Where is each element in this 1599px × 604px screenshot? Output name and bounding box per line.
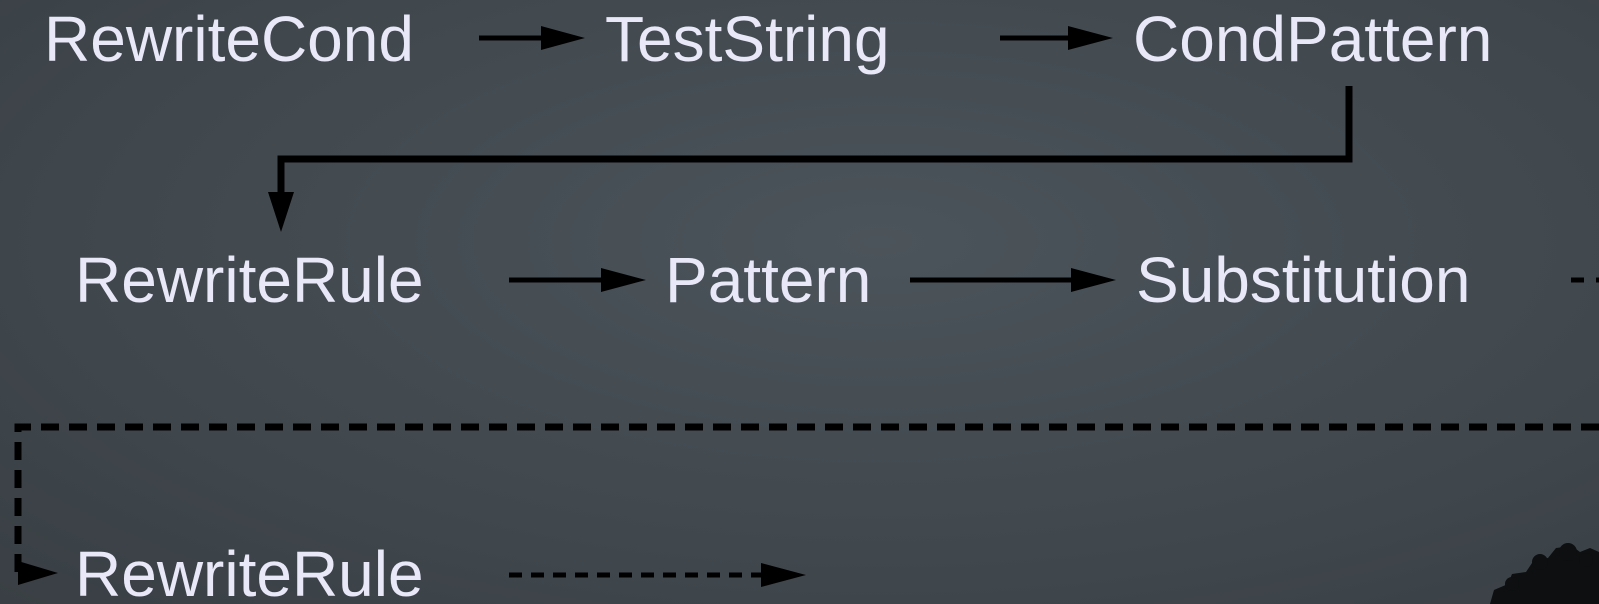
node-pattern: Pattern (665, 244, 872, 316)
dashed-arrow-rewriterule-out (509, 563, 806, 587)
node-condpattern: CondPattern (1133, 3, 1493, 75)
dashed-connector-to-rewriterule (14, 423, 1599, 585)
arrow-condpattern-to-rewriterule (268, 86, 1353, 232)
node-rewritecond: RewriteCond (44, 3, 414, 75)
node-rewriterule-first: RewriteRule (75, 244, 424, 316)
arrow-teststring-to-condpattern (1000, 26, 1113, 50)
tree-silhouette-decoration (1490, 543, 1599, 604)
node-teststring: TestString (605, 3, 890, 75)
arrow-rewritecond-to-teststring (479, 26, 585, 50)
node-rewriterule-second: RewriteRule (75, 538, 424, 604)
arrow-rewriterule-to-pattern (509, 268, 646, 292)
node-substitution: Substitution (1136, 244, 1471, 316)
arrow-pattern-to-substitution (910, 268, 1116, 292)
